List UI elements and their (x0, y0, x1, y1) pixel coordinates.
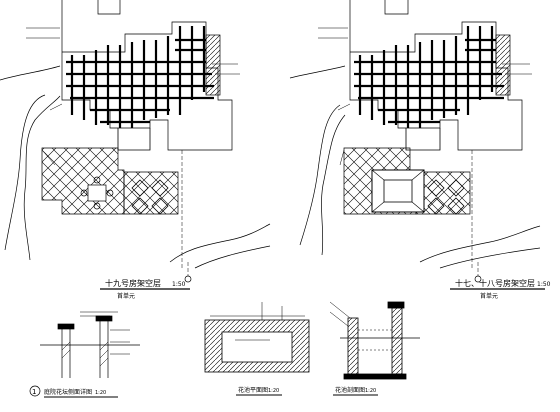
right-contour-1 (299, 104, 341, 246)
right-floor-plan (289, 0, 541, 283)
right-stair-inner (383, 179, 413, 203)
detail1-hatch (61, 341, 109, 367)
left-contour-3 (0, 65, 61, 81)
right-grid-bubble (474, 275, 482, 283)
right-plan-scale: 1:50 (537, 281, 551, 288)
right-plan-caption: 十七、十八号房架空层 1:50 首单元 (450, 278, 551, 300)
detail1-scale: 1:20 (95, 390, 106, 396)
right-boundary-line (349, 0, 409, 48)
detail1-cap-left (57, 323, 75, 330)
right-wall-grid (354, 26, 504, 128)
left-chair-2 (93, 202, 101, 210)
detail1-wall (61, 320, 109, 378)
right-contour-3 (289, 65, 346, 79)
right-stair-zone (495, 34, 511, 96)
left-chair-1 (93, 176, 101, 184)
detail1-cap-right (95, 315, 113, 322)
left-floor-plan (0, 0, 271, 283)
left-boundary-line (61, 0, 121, 48)
detail-flowerpool-plan: 花池平面图 1:20 (204, 302, 310, 396)
right-entrance-opening (405, 128, 441, 151)
left-terrace-hatch-2 (123, 171, 179, 215)
left-contour-2 (23, 95, 61, 261)
left-contour-1 (4, 94, 46, 251)
right-diamond-paving (427, 179, 465, 215)
detail-flowerbed-side: 1 庭院花坛侧面详图 1:20 (29, 311, 140, 398)
detail3-scale: 1:20 (365, 388, 376, 394)
detail3-cap (387, 301, 405, 309)
detail1-number: 1 (32, 388, 36, 396)
detail2-dim-line (210, 315, 305, 341)
right-plan-title: 十七、十八号房架空层 (455, 278, 535, 288)
detail3-wall-right (391, 307, 403, 375)
left-table (87, 184, 107, 202)
right-gridline (471, 150, 479, 276)
left-plan-subtitle: 首单元 (117, 292, 135, 300)
right-contour-4 (419, 225, 541, 263)
left-diamond-paving (131, 179, 169, 215)
left-plan-title: 十九号房架空层 (105, 278, 161, 288)
detail2-inner-opening (221, 331, 293, 363)
right-contour-2 (321, 114, 346, 256)
left-chair-3 (80, 189, 88, 197)
detail3-footing (343, 373, 407, 380)
left-grid-bubble (184, 275, 192, 283)
detail3-wall-left (347, 317, 359, 375)
left-plan-scale: 1:50 (172, 281, 186, 288)
detail1-title: 庭院花坛侧面详图 (44, 388, 92, 396)
detail1-number-bubble (29, 385, 41, 397)
detail3-soil (358, 329, 392, 351)
detail2-leaders (261, 302, 283, 320)
detail-flowerpool-section: 花池剖面图 1:20 (329, 301, 420, 396)
left-contour-4 (169, 223, 271, 263)
left-terrace-hatch (41, 147, 125, 215)
detail3-title: 花池剖面图 (335, 386, 365, 394)
right-leader-lines (318, 27, 532, 166)
detail1-leader (80, 311, 130, 355)
left-wall-grid (66, 26, 214, 128)
detail2-scale: 1:20 (268, 388, 279, 394)
right-plan-subtitle: 首单元 (480, 292, 498, 300)
left-gridline (181, 150, 189, 276)
left-contour-5 (194, 245, 271, 269)
detail3-leaders (329, 301, 351, 327)
left-chair-4 (106, 189, 114, 197)
left-stair-zone (205, 34, 221, 96)
detail2-title: 花池平面图 (238, 386, 268, 394)
right-stair-treads (371, 169, 425, 213)
left-plan-caption: 十九号房架空层 1:50 首单元 (100, 278, 190, 300)
left-entrance-opening (117, 128, 151, 151)
right-contour-5 (439, 247, 541, 269)
left-leader-lines (26, 27, 240, 166)
